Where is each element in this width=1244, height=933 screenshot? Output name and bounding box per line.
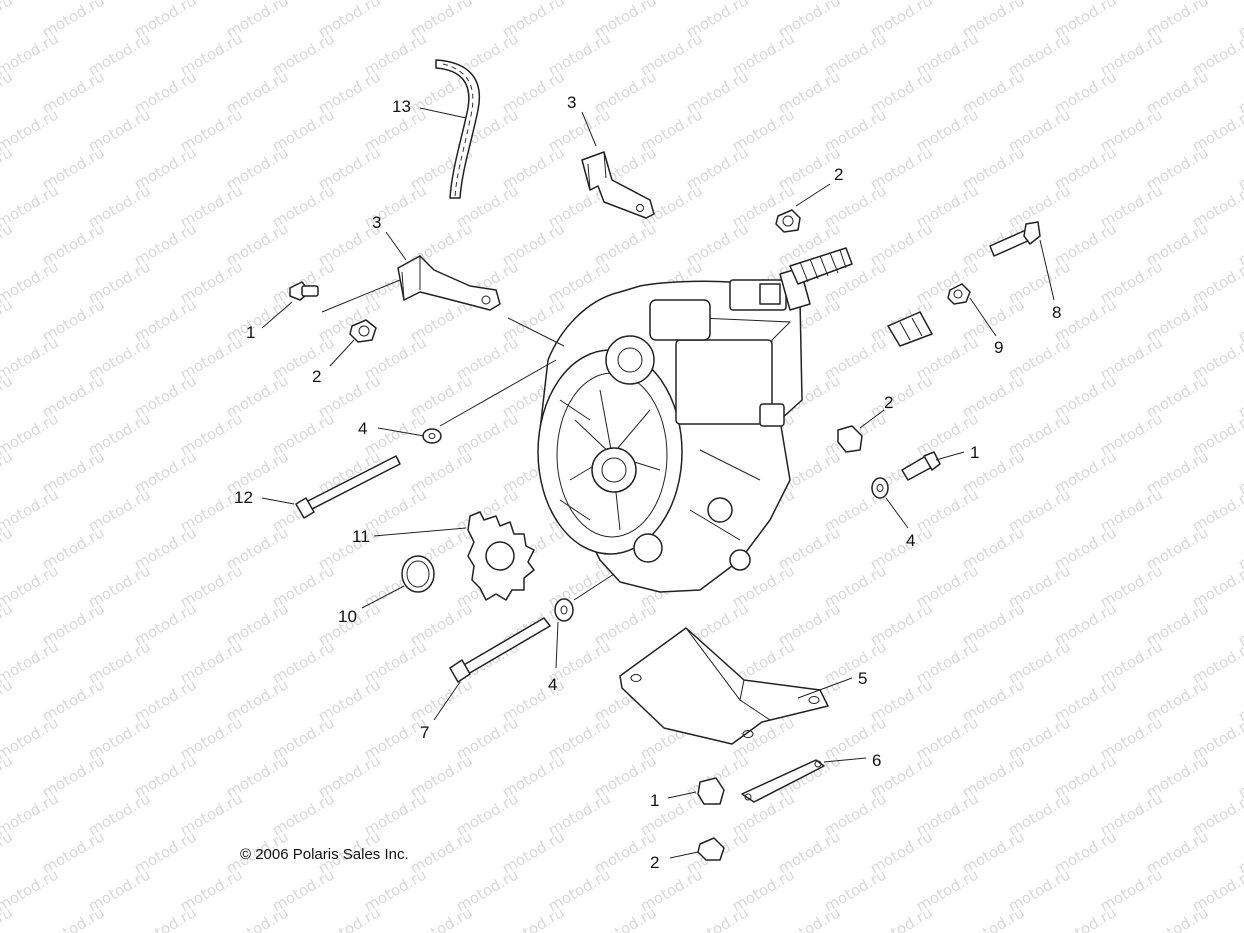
watermark-text: motod.ru — [0, 67, 16, 117]
watermark-text: motod.ru — [0, 0, 16, 41]
watermark-text: motod.ru — [0, 713, 62, 763]
part-1-bolt-left — [289, 281, 319, 301]
callout-1-bottom: 1 — [650, 791, 659, 810]
watermark-text: motod.ru — [0, 485, 62, 535]
part-1-bolt-bottom — [697, 777, 725, 805]
watermark-text: motod.ru — [1051, 903, 1120, 933]
watermark-text: motod.ru — [407, 903, 476, 933]
watermark-text: motod.ru — [0, 675, 16, 725]
watermark-text: motod.ru — [0, 827, 16, 877]
callout-8: 8 — [1052, 303, 1061, 322]
watermark-text: motod.ru — [0, 333, 62, 383]
callout-2-bottom: 2 — [650, 853, 659, 872]
callout-3-upper: 3 — [567, 93, 576, 112]
leader-lines — [261, 107, 1055, 859]
callout-6: 6 — [872, 751, 881, 770]
callout-2-top: 2 — [834, 165, 843, 184]
part-8-bolt — [989, 221, 1041, 257]
watermark-text: motod.ru — [0, 371, 16, 421]
watermark-text: motod.ru — [0, 143, 16, 193]
watermark-text: motod.ru — [959, 903, 1028, 933]
part-5-mount-plate — [619, 627, 829, 745]
copyright-notice: © 2006 Polaris Sales Inc. — [240, 846, 409, 863]
part-2-nut-left — [349, 319, 377, 343]
part-3-bracket-upper — [581, 151, 655, 219]
callout-7: 7 — [420, 723, 429, 742]
callout-1-left: 1 — [246, 323, 255, 342]
part-10-snap-ring — [401, 555, 435, 593]
callout-10: 10 — [338, 607, 357, 626]
watermark-text: motod.ru — [0, 257, 62, 307]
watermark-text: motod.ru — [499, 903, 568, 933]
callout-5: 5 — [858, 669, 867, 688]
watermark-text: motod.ru — [0, 219, 16, 269]
callout-3-left: 3 — [372, 213, 381, 232]
part-4-washer-right — [871, 477, 889, 499]
part-2-nut-right — [837, 425, 863, 453]
watermark-text: motod.ru — [683, 903, 752, 933]
callout-4-right: 4 — [906, 531, 915, 550]
watermark-text: motod.ru — [0, 561, 62, 611]
part-7-bolt — [449, 617, 551, 683]
callout-13: 13 — [392, 97, 411, 116]
watermark-text: motod.ru — [0, 599, 16, 649]
callout-4-left: 4 — [358, 419, 367, 438]
callout-9: 9 — [994, 338, 1003, 357]
watermark-text: motod.ru — [591, 903, 660, 933]
watermark-text: motod.ru — [1143, 903, 1212, 933]
watermark-text: motod.ru — [0, 105, 62, 155]
watermark-text: motod.ru — [1235, 903, 1244, 933]
watermark-text: motod.ru — [0, 181, 62, 231]
watermark-text: motod.ru — [0, 295, 16, 345]
watermark-text: motod.ru — [223, 903, 292, 933]
part-12-long-bolt — [295, 455, 401, 519]
part-4-washer-left — [422, 428, 442, 444]
watermark-text: motod.ru — [39, 903, 108, 933]
watermark-text: motod.ru — [315, 903, 384, 933]
part-6-link — [741, 759, 825, 803]
part-4-washer-bottom — [554, 598, 574, 622]
callout-11: 11 — [352, 527, 370, 546]
watermark-text: motod.ru — [0, 29, 62, 79]
callout-4-bottom: 4 — [548, 675, 557, 694]
callout-12: 12 — [234, 488, 253, 507]
part-1-bolt-right — [901, 451, 941, 481]
watermark-text: motod.ru — [867, 903, 936, 933]
watermark-text: motod.ru — [0, 865, 62, 915]
watermark-text: motod.ru — [0, 409, 62, 459]
watermark-text: motod.ru — [0, 751, 16, 801]
part-3-bracket-left — [397, 255, 501, 311]
callout-2-right: 2 — [884, 393, 893, 412]
part-2-nut-top — [775, 209, 801, 233]
callout-1-right: 1 — [970, 443, 979, 462]
part-11-sprocket — [467, 511, 535, 601]
watermark-text: motod.ru — [131, 903, 200, 933]
watermark-text: motod.ru — [0, 523, 16, 573]
callout-2-left: 2 — [312, 367, 321, 386]
watermark-text: motod.ru — [775, 903, 844, 933]
watermark-text: motod.ru — [0, 789, 62, 839]
watermark-text: motod.ru — [0, 637, 62, 687]
transmission-assembly — [537, 247, 853, 593]
part-13-hose — [435, 59, 480, 199]
vent-fitting — [887, 311, 933, 347]
watermark-text: motod.ru — [0, 447, 16, 497]
part-9-nut — [947, 283, 971, 305]
callout-labels: 13 3 3 2 1 2 8 9 4 2 1 12 11 4 10 4 5 7 … — [234, 93, 1061, 872]
